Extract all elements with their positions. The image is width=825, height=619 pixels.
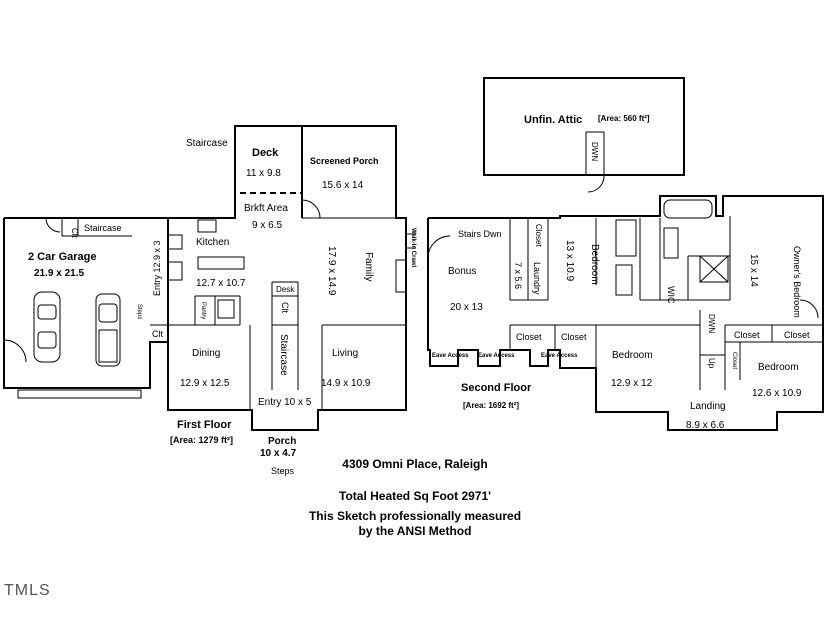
label-family: Family bbox=[363, 252, 374, 281]
owners-shower-icon bbox=[699, 255, 729, 283]
label-closet-c: Closet bbox=[561, 332, 587, 342]
label-screened-porch: Screened Porch bbox=[310, 156, 379, 166]
total-sqft-caption: Total Heated Sq Foot 2971' bbox=[339, 489, 491, 503]
label-clt-top: Clt bbox=[70, 228, 79, 239]
label-brkft: Brkft Area bbox=[244, 203, 288, 214]
label-pantry: Pantry bbox=[200, 302, 206, 319]
label-kitchen-dims: 12.7 x 10.7 bbox=[196, 278, 246, 289]
label-deck-dims: 11 x 9.8 bbox=[246, 168, 281, 179]
label-staircase-main: Staircase bbox=[278, 334, 289, 376]
address-caption: 4309 Omni Place, Raleigh bbox=[342, 457, 488, 471]
attic-walls bbox=[483, 77, 685, 176]
label-garage: 2 Car Garage bbox=[28, 251, 96, 263]
label-entry-main: Entry 10 x 5 bbox=[258, 397, 312, 408]
label-bonus-dims: 20 x 13 bbox=[450, 302, 483, 313]
label-attic: Unfin. Attic bbox=[524, 114, 582, 126]
fireplace-icon bbox=[395, 259, 407, 293]
label-deck: Deck bbox=[252, 147, 279, 159]
label-closet-d: Closet bbox=[734, 330, 760, 340]
label-steps-front: Steps bbox=[271, 466, 295, 476]
measured-caption-1: This Sketch professionally measured bbox=[308, 509, 522, 523]
deck-outline bbox=[234, 125, 303, 194]
label-staircase-garage: Staircase bbox=[84, 223, 122, 233]
label-first-floor: First Floor bbox=[177, 419, 232, 431]
second-floor: Stairs Dwn Closet Laundry 7 x 5.6 Bonus … bbox=[427, 195, 824, 431]
label-eave-2: Eave Access bbox=[478, 353, 515, 359]
label-clt-mid: Clt bbox=[280, 302, 290, 313]
label-first-floor-area: [Area: 1279 ft²] bbox=[170, 435, 233, 445]
label-second-floor-area: [Area: 1692 ft²] bbox=[463, 401, 519, 410]
stove-icon bbox=[167, 234, 183, 250]
label-porch-dims: 10 x 4.7 bbox=[260, 448, 297, 459]
label-owners-dims: 15 x 14 bbox=[748, 254, 759, 287]
truck-icon bbox=[95, 293, 121, 367]
label-kitchen: Kitchen bbox=[196, 237, 229, 248]
toilet-icon bbox=[217, 299, 235, 319]
label-living: Living bbox=[332, 348, 358, 359]
label-dining: Dining bbox=[192, 348, 220, 359]
measured-caption-2: by the ANSI Method bbox=[358, 524, 472, 538]
label-eave-1: Eave Access bbox=[432, 353, 469, 359]
label-entry-side: Entry 12.9 x 3 bbox=[152, 240, 162, 296]
label-clt-bottom: Clt bbox=[152, 329, 163, 339]
label-staircase-deck: Staircase bbox=[186, 138, 228, 149]
label-walkin-crawl: Walk-In Crawl bbox=[410, 228, 416, 267]
attic: Unfin. Attic [Area: 560 ft²] DWN bbox=[483, 77, 685, 193]
first-floor: Staircase Deck 11 x 9.8 Screened Porch 1… bbox=[3, 125, 416, 476]
label-living-dims: 14.9 x 10.9 bbox=[321, 378, 371, 389]
label-closet-a: Closet bbox=[534, 224, 543, 247]
label-steps-side: Steps bbox=[136, 304, 142, 319]
label-desk: Desk bbox=[276, 285, 295, 294]
label-wic: WIC bbox=[666, 286, 676, 304]
label-dwn: DWN bbox=[707, 314, 716, 333]
label-bonus: Bonus bbox=[448, 266, 476, 277]
label-screened-porch-dims: 15.6 x 14 bbox=[322, 180, 364, 191]
label-dining-dims: 12.9 x 12.5 bbox=[180, 378, 230, 389]
sink-icon bbox=[197, 219, 217, 233]
label-family-dims: 17.9 x 14.9 bbox=[326, 246, 337, 296]
garage-door bbox=[17, 389, 142, 399]
label-bedroom-a: Bedroom bbox=[589, 244, 600, 285]
car-icon bbox=[33, 291, 61, 363]
label-bedroom-c: Bedroom bbox=[758, 362, 799, 373]
label-laundry: Laundry bbox=[532, 262, 542, 295]
garage-walls bbox=[3, 217, 169, 389]
vanity-icon bbox=[615, 264, 633, 296]
label-second-floor: Second Floor bbox=[461, 382, 532, 394]
label-closet-e: Closet bbox=[784, 330, 810, 340]
label-bedroom-b: Bedroom bbox=[612, 350, 653, 361]
label-stairs-dwn: Stairs Dwn bbox=[458, 229, 502, 239]
label-attic-dwn: DWN bbox=[590, 142, 599, 161]
mls-watermark: TMLS bbox=[4, 582, 51, 599]
label-eave-3: Eave Access bbox=[541, 353, 578, 359]
label-closet-f: Closet bbox=[731, 352, 737, 369]
label-bedroom-c-dims: 12.6 x 10.9 bbox=[752, 388, 802, 399]
shower-icon bbox=[615, 219, 637, 257]
label-laundry-dims: 7 x 5.6 bbox=[513, 262, 523, 289]
label-brkft-dims: 9 x 6.5 bbox=[252, 220, 282, 231]
label-bedroom-b-dims: 12.9 x 12 bbox=[611, 378, 653, 389]
label-owners: Owner's Bedroom bbox=[792, 246, 802, 318]
label-up: Up bbox=[707, 358, 716, 369]
label-landing-dims: 8.9 x 6.6 bbox=[686, 420, 725, 431]
label-closet-b: Closet bbox=[516, 332, 542, 342]
bathtub-icon bbox=[663, 199, 713, 219]
label-porch: Porch bbox=[268, 436, 296, 447]
kitchen-island bbox=[197, 256, 245, 270]
label-landing: Landing bbox=[690, 401, 726, 412]
label-attic-area: [Area: 560 ft²] bbox=[598, 114, 650, 123]
label-bedroom-a-dims: 13 x 10.9 bbox=[564, 240, 575, 282]
label-garage-dims: 21.9 x 21.5 bbox=[34, 268, 84, 279]
